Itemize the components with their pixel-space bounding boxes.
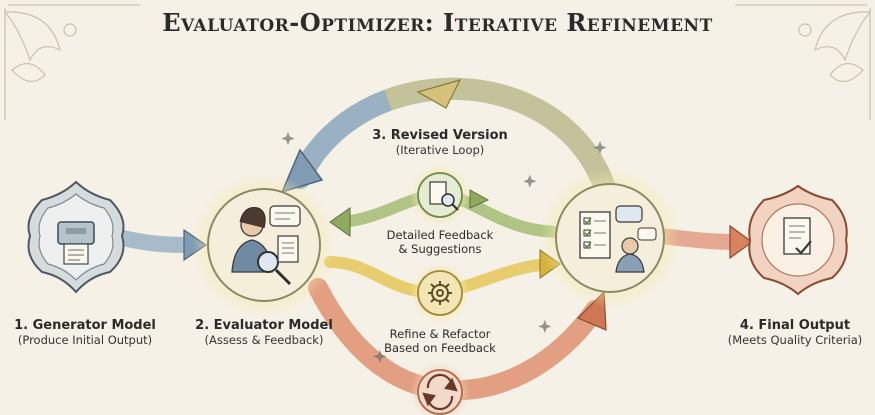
feedback-caption: Detailed Feedback & Suggestions [370,228,510,256]
printer-icon [57,221,95,265]
revised-label: 3. Revised Version (Iterative Loop) [370,128,510,158]
checklist-icon [579,211,611,259]
document-icon [277,235,299,263]
evaluator-label: 2. Evaluator Model (Assess & Feedback) [184,318,344,348]
final-output-label: 4. Final Output (Meets Quality Criteria) [715,318,875,348]
revised-label-main: 3. Revised Version [372,128,508,143]
revised-version-node [410,165,470,225]
reviewer-person-icon [615,237,645,273]
final-output-node [748,184,848,296]
evaluator-label-sub: (Assess & Feedback) [204,333,324,347]
corner-ornament-left [3,4,140,120]
feedback-caption-line2: & Suggestions [398,242,482,256]
approved-document-icon [783,217,812,255]
feedback-caption-line1: Detailed Feedback [386,228,494,242]
corner-ornament-right [735,4,872,120]
refine-caption-line1: Refine & Refactor [389,327,491,341]
diagram-title: Evaluator-Optimizer: Iterative Refinemen… [162,8,713,37]
evaluator-node [192,173,336,317]
refine-caption: Refine & Refactor Based on Feedback [370,327,510,355]
final-output-label-main: 4. Final Output [739,318,851,333]
generator-node [27,180,125,294]
evaluator-label-main: 2. Evaluator Model [195,318,333,333]
generator-label-sub: (Produce Initial Output) [17,333,153,347]
speech-bubble-icon [269,205,301,227]
generator-label-main: 1. Generator Model [14,318,156,333]
refine-node [410,263,470,323]
review-node [540,168,680,308]
refine-caption-line2: Based on Feedback [384,341,496,355]
gear-icon [428,281,452,305]
chat-bubble-icon [615,205,657,241]
evaluator-person-icon [231,207,273,273]
generator-label: 1. Generator Model (Produce Initial Outp… [0,318,170,348]
refresh-icon [422,373,458,411]
final-output-label-sub: (Meets Quality Criteria) [727,333,863,347]
iteration-node [410,362,470,415]
document-search-icon [429,181,459,211]
revised-label-sub: (Iterative Loop) [395,143,485,157]
